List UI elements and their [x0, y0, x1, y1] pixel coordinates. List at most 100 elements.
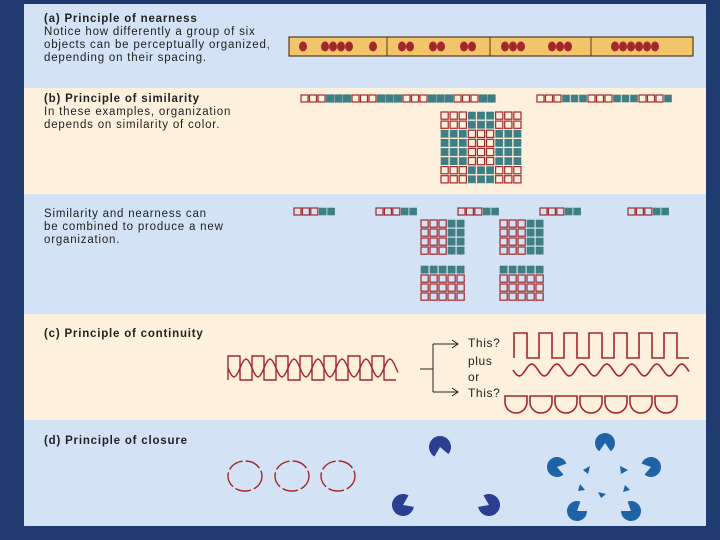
similarity-line-1: In these examples, organization	[44, 106, 232, 118]
outline-square	[449, 166, 458, 175]
outline-square	[300, 94, 309, 103]
outline-square	[456, 292, 465, 301]
filled-square	[438, 265, 447, 274]
outline-square	[595, 94, 605, 103]
outline-square	[351, 94, 360, 103]
outline-square	[438, 274, 447, 283]
outline-square	[402, 94, 411, 103]
outline-square	[526, 292, 535, 301]
outline-square	[495, 111, 504, 120]
nearness-dot	[564, 41, 572, 52]
outline-square	[508, 246, 517, 255]
filled-square	[664, 94, 672, 103]
filled-square	[456, 265, 465, 274]
closure-illusory-triangle	[392, 436, 500, 516]
outline-square	[467, 147, 477, 157]
outline-square	[447, 283, 456, 292]
outline-square	[317, 94, 326, 103]
nearness-dot	[321, 41, 329, 52]
filled-square	[499, 265, 508, 274]
nearness-line-1: Notice how differently a group of six	[44, 26, 256, 38]
closure-pacman-shape	[566, 500, 587, 521]
filled-square	[477, 175, 485, 184]
filled-square	[504, 139, 513, 147]
closure-illusory-star	[547, 433, 661, 521]
filled-square	[495, 157, 504, 165]
nearness-dot	[429, 41, 437, 52]
continuity-bracket	[420, 344, 434, 392]
outline-square	[487, 94, 496, 103]
filled-square	[491, 207, 499, 216]
nearness-dot	[460, 41, 468, 52]
outline-square	[508, 237, 517, 246]
closure-pacman-shape	[478, 494, 500, 516]
filled-square	[562, 94, 570, 103]
outline-square	[499, 228, 508, 237]
filled-square	[449, 157, 458, 165]
outline-square	[438, 219, 447, 228]
outline-square	[429, 228, 438, 237]
nearness-text: (a) Principle of nearness Notice how dif…	[44, 13, 271, 65]
continuity-sine-wave-option	[512, 363, 690, 377]
outline-square	[476, 129, 486, 138]
filled-square	[535, 228, 544, 237]
filled-square	[486, 166, 494, 175]
outline-square	[467, 156, 477, 166]
closure-star-tip	[598, 492, 606, 498]
filled-square	[573, 207, 581, 216]
outline-square	[513, 120, 522, 129]
nearness-dot	[517, 41, 525, 52]
filled-square	[495, 148, 504, 156]
outline-square	[467, 138, 477, 148]
outline-square	[427, 94, 437, 103]
continuity-arrow-bottom	[433, 387, 459, 397]
outline-square	[485, 138, 495, 148]
outline-square	[458, 111, 468, 120]
filled-square	[458, 157, 467, 165]
outline-square	[517, 292, 526, 301]
panel-continuity: (c) Principle of continuity	[24, 314, 706, 420]
outline-square	[444, 94, 454, 103]
continuity-label-this-2: This?	[468, 386, 501, 400]
outline-square	[458, 175, 468, 184]
outline-square	[504, 175, 513, 184]
outline-square	[429, 237, 438, 246]
outline-square	[429, 274, 438, 283]
outline-square	[359, 94, 369, 103]
outline-square	[449, 120, 458, 129]
filled-square	[495, 139, 504, 147]
nearness-line-2: objects can be perceptually organized,	[44, 39, 271, 51]
filled-square	[504, 157, 513, 165]
outline-square	[517, 237, 526, 246]
outline-square	[293, 207, 302, 216]
combined-line-3: organization.	[44, 234, 121, 246]
outline-square	[458, 166, 468, 175]
outline-square	[495, 120, 504, 129]
continuity-label-this-1: This?	[468, 336, 501, 350]
outline-square	[499, 283, 508, 292]
outline-square	[438, 283, 447, 292]
closure-text: (d) Principle of closure	[44, 435, 188, 448]
filled-square	[456, 219, 465, 228]
outline-square	[474, 207, 483, 216]
similarity-color-grid	[440, 111, 522, 184]
filled-square	[535, 219, 544, 228]
outline-square	[646, 94, 656, 103]
closure-pacman-shape	[595, 433, 615, 452]
combined-text: Similarity and nearness can be combined …	[44, 208, 224, 247]
filled-square	[400, 207, 409, 216]
outline-square	[495, 166, 504, 175]
filled-square	[449, 148, 458, 156]
outline-square	[485, 156, 495, 166]
nearness-dot	[406, 41, 414, 52]
outline-square	[440, 175, 449, 184]
closure-pacman-shape	[547, 457, 567, 477]
outline-square	[392, 207, 401, 216]
filled-square	[513, 148, 522, 156]
outline-square	[465, 207, 474, 216]
filled-square	[508, 265, 517, 274]
filled-square	[486, 111, 494, 120]
filled-square	[467, 175, 476, 184]
outline-square	[368, 94, 377, 103]
outline-square	[410, 94, 420, 103]
